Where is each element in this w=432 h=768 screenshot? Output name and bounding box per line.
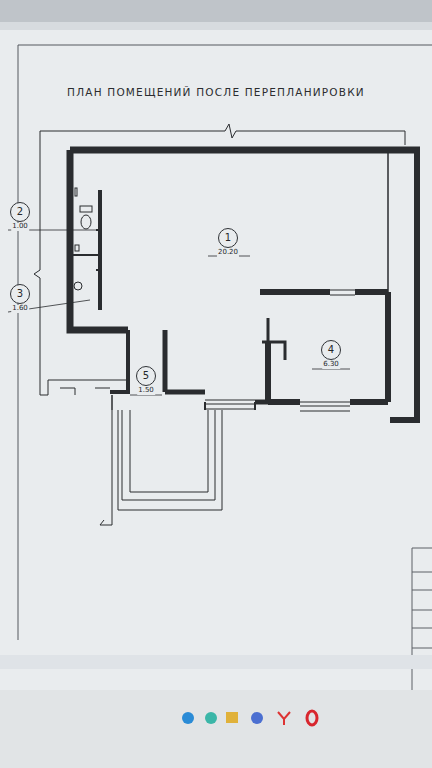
callout-number: 5 <box>143 371 149 381</box>
frame-line <box>18 45 19 640</box>
plan-title: ПЛАН ПОМЕЩЕНИЙ ПОСЛЕ ПЕРЕПЛАНИРОВКИ <box>0 86 432 98</box>
screen-border <box>0 22 432 30</box>
room-callout: 21.00 <box>10 202 30 222</box>
room-callout: 120.20 <box>218 228 238 248</box>
room-callout: 31.60 <box>10 284 30 304</box>
callout-number: 2 <box>17 207 23 217</box>
room-area: 1.60 <box>11 305 29 313</box>
screen-top <box>0 0 432 22</box>
room-area: 1.50 <box>137 387 155 395</box>
callout-number: 4 <box>328 345 334 355</box>
taskbar <box>0 690 432 768</box>
walls <box>8 124 420 525</box>
room-callout: 46.30 <box>321 340 341 360</box>
room-area: 6.30 <box>322 361 340 369</box>
callout-number: 1 <box>225 233 231 243</box>
room-area: 1.00 <box>11 223 29 231</box>
callout-number: 3 <box>17 289 23 299</box>
room-area: 20.20 <box>217 249 239 257</box>
room-callout: 51.50 <box>136 366 156 386</box>
taskbar-icons <box>182 711 317 725</box>
url-strip <box>0 655 432 669</box>
frame-line <box>18 45 432 46</box>
